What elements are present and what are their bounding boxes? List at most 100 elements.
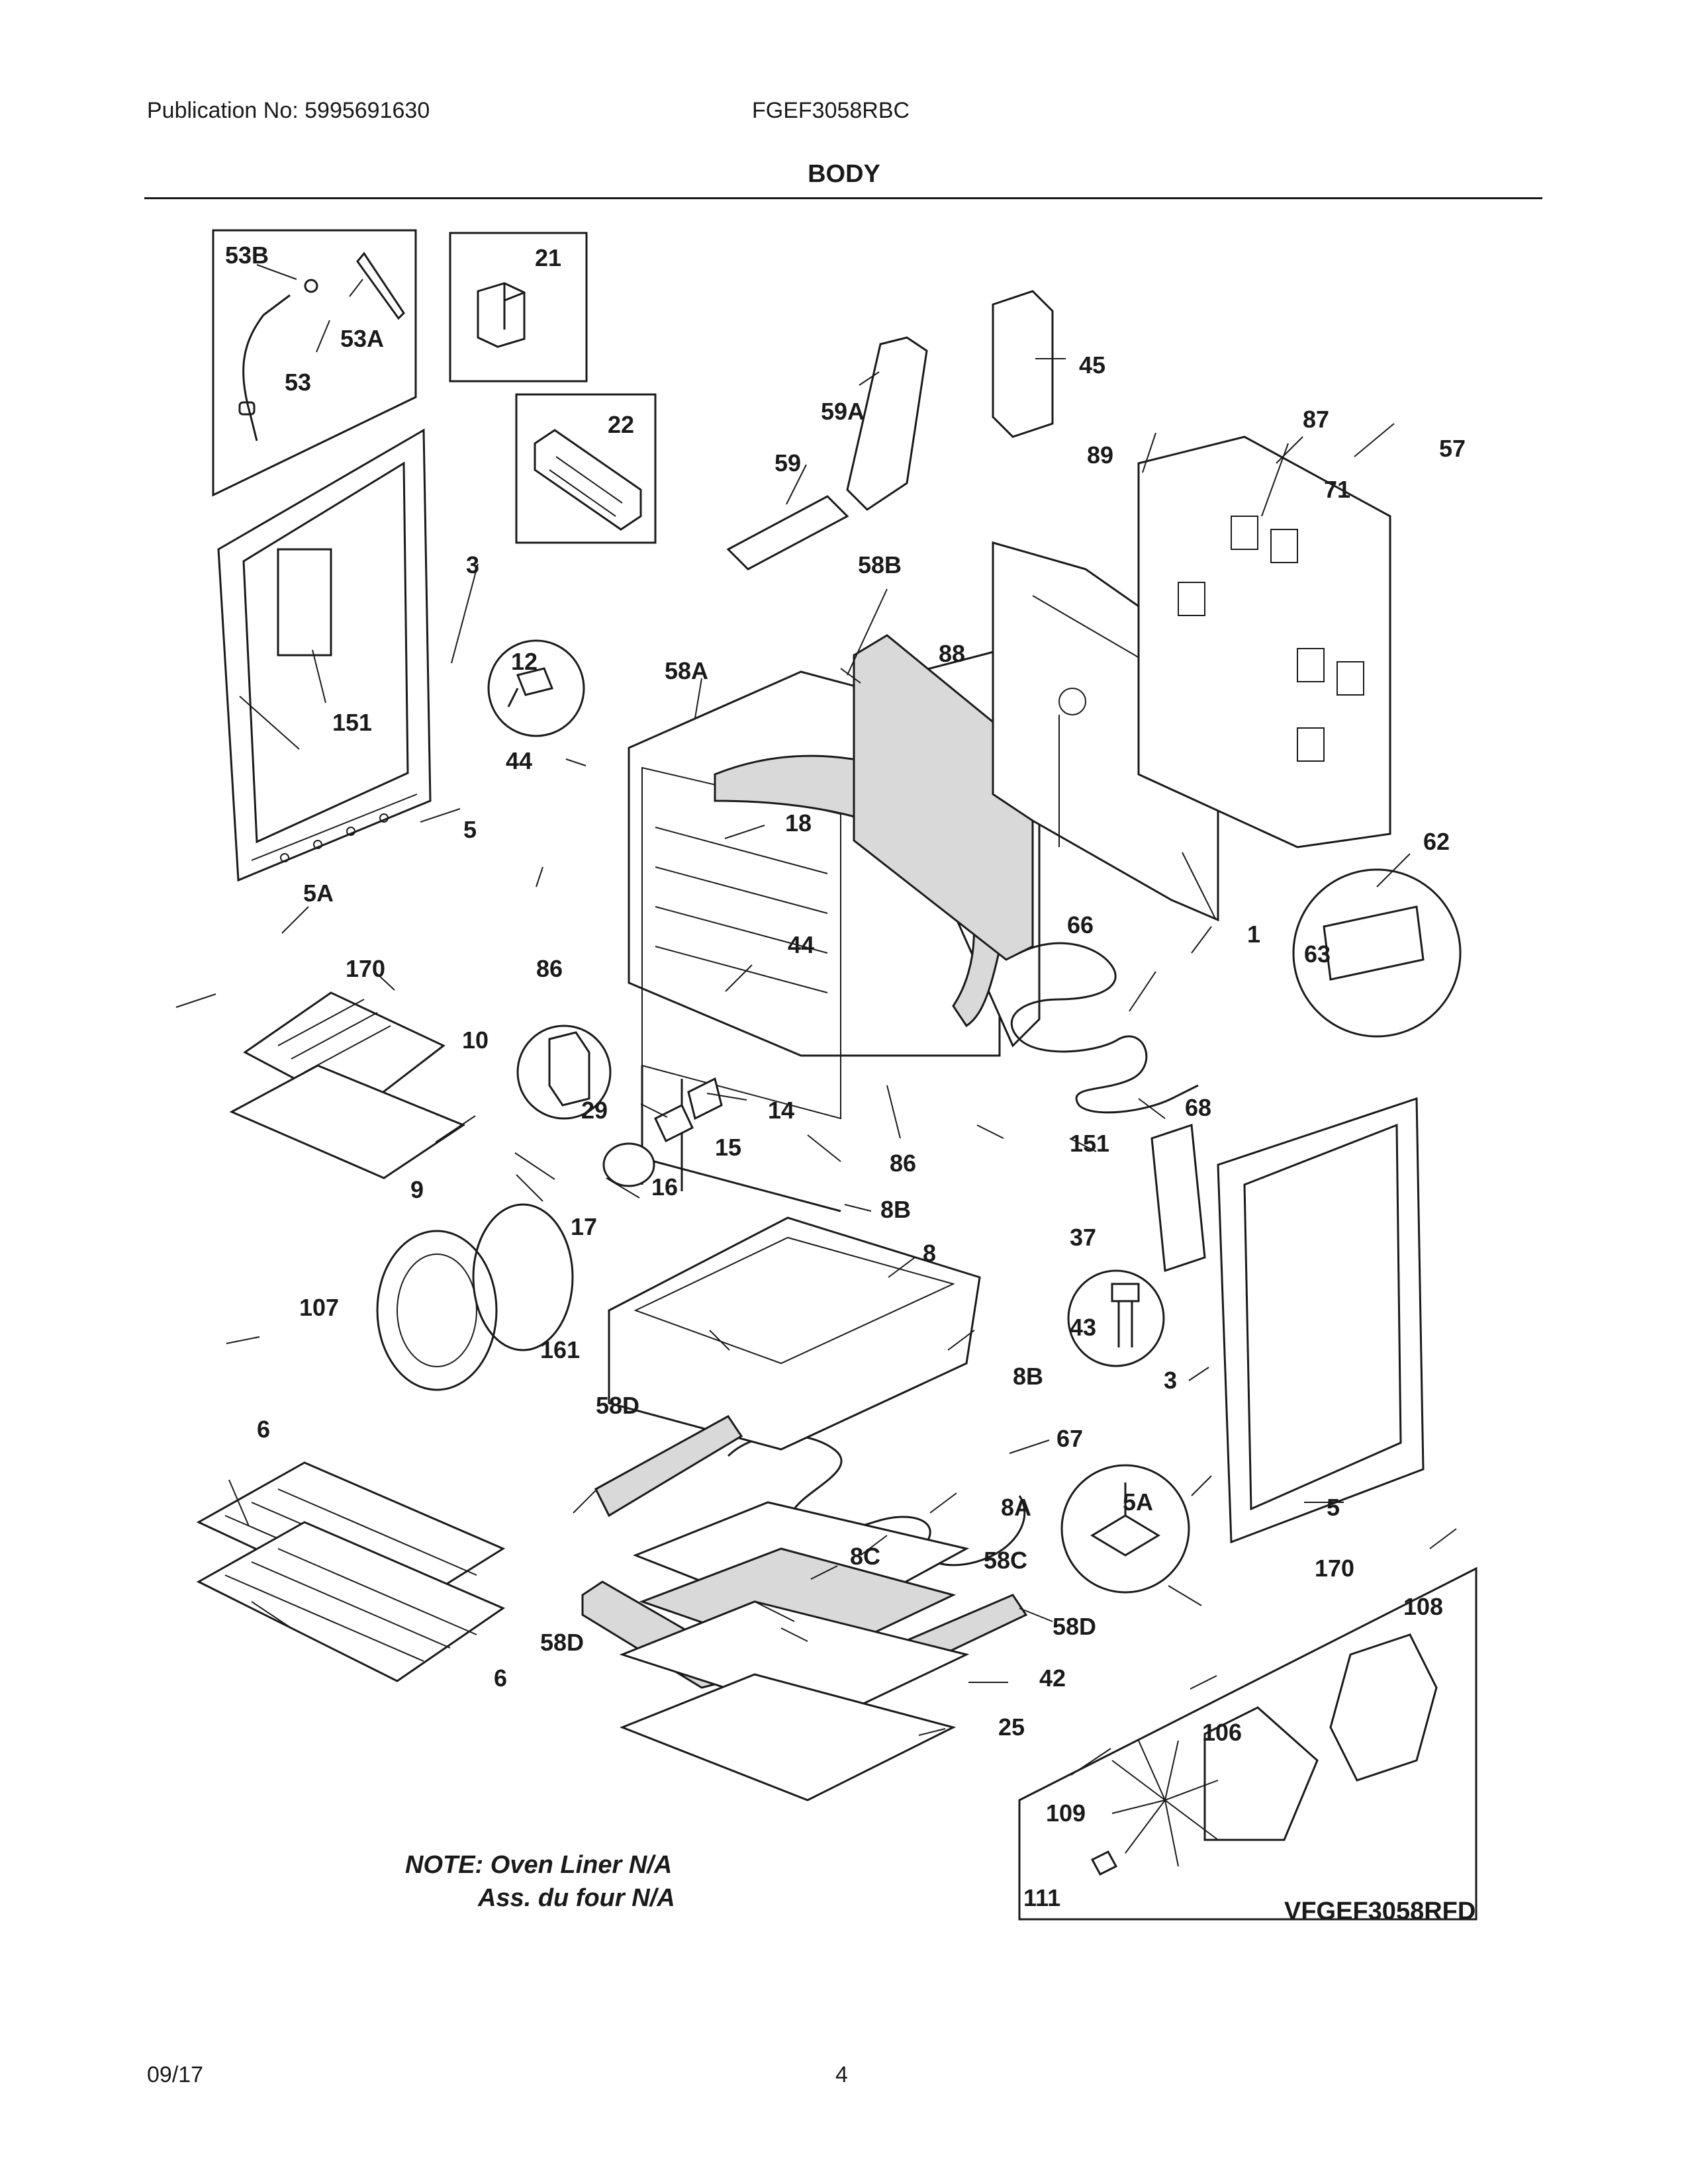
label-106: 106: [1202, 1719, 1242, 1746]
label-89: 89: [1087, 441, 1113, 469]
oven-racks: [196, 1461, 506, 1682]
insulation-58D-left: [594, 1415, 743, 1518]
part-labels: 53B 53A 53 21 22 45 59A 59 87 57 89 71 3…: [225, 242, 1466, 1911]
label-88: 88: [939, 640, 965, 667]
label-58D-right: 58D: [1053, 1613, 1096, 1640]
label-8: 8: [923, 1240, 936, 1267]
duct-59: [726, 495, 849, 570]
lamp-assembly: [602, 1077, 723, 1187]
label-59: 59: [774, 449, 801, 477]
label-87: 87: [1303, 406, 1329, 433]
note-line-1: NOTE: Oven Liner N/A: [405, 1851, 672, 1879]
label-14: 14: [768, 1097, 794, 1124]
heat-shield-151: [1150, 1123, 1206, 1273]
back-cover: [1137, 435, 1391, 848]
duct-59A: [846, 336, 928, 511]
label-3-right: 3: [1164, 1367, 1177, 1394]
label-1: 1: [1247, 921, 1260, 948]
exploded-parts-diagram: 53B 53A 53 21 22 45 59A 59 87 57 89 71 3…: [175, 229, 1477, 1925]
header-rule: [144, 197, 1542, 199]
label-71: 71: [1324, 476, 1350, 503]
label-53A: 53A: [340, 325, 384, 352]
label-43: 43: [1070, 1314, 1096, 1341]
label-59A: 59A: [821, 398, 865, 425]
callout-5A: [1060, 1464, 1190, 1594]
label-109: 109: [1046, 1799, 1086, 1827]
label-67: 67: [1056, 1425, 1083, 1452]
label-44-top: 44: [506, 747, 532, 774]
section-title: BODY: [808, 160, 880, 188]
inset-convection-fan: [1018, 1567, 1477, 1921]
label-53: 53: [285, 369, 311, 396]
label-151-right: 151: [1070, 1130, 1109, 1157]
label-5-left: 5: [463, 816, 477, 843]
label-8B-bottom: 8B: [1013, 1363, 1043, 1390]
note-line-2: Ass. du four N/A: [477, 1884, 675, 1912]
side-panel-left: [217, 428, 432, 882]
vent-duct-45: [992, 290, 1054, 438]
label-22: 22: [608, 411, 634, 438]
label-6-top: 6: [257, 1416, 270, 1443]
label-3-left: 3: [466, 551, 479, 578]
label-58C: 58C: [984, 1547, 1027, 1574]
callout-29: [516, 1024, 612, 1120]
leader-lines: [175, 264, 1457, 1776]
label-5A-right: 5A: [1123, 1488, 1153, 1516]
label-29: 29: [581, 1097, 608, 1124]
label-8A: 8A: [1001, 1494, 1031, 1521]
label-6-bottom: 6: [494, 1664, 507, 1692]
page-number: 4: [835, 2062, 848, 2087]
label-170-right: 170: [1315, 1555, 1354, 1582]
side-panel-right: [1217, 1097, 1425, 1544]
label-37: 37: [1070, 1224, 1096, 1251]
label-170-left: 170: [346, 955, 385, 982]
broil-pan: [229, 1064, 466, 1179]
label-58B: 58B: [858, 551, 902, 578]
label-17: 17: [571, 1213, 597, 1240]
label-9: 9: [410, 1176, 424, 1203]
label-42: 42: [1039, 1664, 1066, 1692]
insulation-rear: [853, 634, 1034, 961]
label-5-right: 5: [1327, 1494, 1340, 1521]
callout-43: [1067, 1269, 1165, 1367]
label-53B: 53B: [225, 242, 269, 269]
label-107: 107: [299, 1294, 339, 1321]
label-21: 21: [535, 244, 561, 271]
inset-switch-21: [449, 232, 588, 383]
publication-number: Publication No: 5995691630: [147, 98, 430, 123]
label-108: 108: [1403, 1593, 1443, 1620]
label-58D-top: 58D: [596, 1392, 639, 1419]
label-58D-left: 58D: [540, 1629, 584, 1656]
label-16: 16: [651, 1173, 678, 1201]
label-161: 161: [540, 1336, 580, 1363]
label-151-left: 151: [332, 709, 372, 736]
label-62: 62: [1423, 828, 1450, 855]
convection-cover: [376, 1230, 498, 1391]
label-111: 111: [1023, 1884, 1060, 1911]
inset-probe-box: [212, 229, 417, 497]
label-58A: 58A: [665, 657, 708, 684]
oven-bottom-8: [608, 1216, 981, 1451]
label-86-left: 86: [536, 955, 563, 982]
callout-62: [1292, 868, 1462, 1038]
label-5A-left: 5A: [303, 880, 334, 907]
label-66: 66: [1067, 911, 1094, 938]
inset-bracket-22: [515, 393, 657, 544]
label-63: 63: [1304, 940, 1331, 968]
label-86-right: 86: [890, 1150, 916, 1177]
label-57: 57: [1439, 435, 1466, 462]
label-12: 12: [511, 648, 538, 675]
label-8B-top: 8B: [880, 1196, 911, 1223]
inset-code: VFGEF3058RFD: [1284, 1897, 1476, 1925]
label-68: 68: [1185, 1094, 1211, 1121]
label-44-mid: 44: [788, 931, 814, 958]
label-15: 15: [715, 1134, 741, 1161]
label-8C: 8C: [850, 1543, 880, 1570]
fan-gasket: [472, 1203, 574, 1351]
model-number: FGEF3058RBC: [752, 98, 910, 123]
bottom-panel-25: [619, 1673, 957, 1801]
label-25: 25: [998, 1713, 1025, 1741]
broil-element: [1010, 942, 1199, 1114]
footer-date: 09/17: [147, 2062, 204, 2087]
callout-12: [487, 639, 585, 737]
